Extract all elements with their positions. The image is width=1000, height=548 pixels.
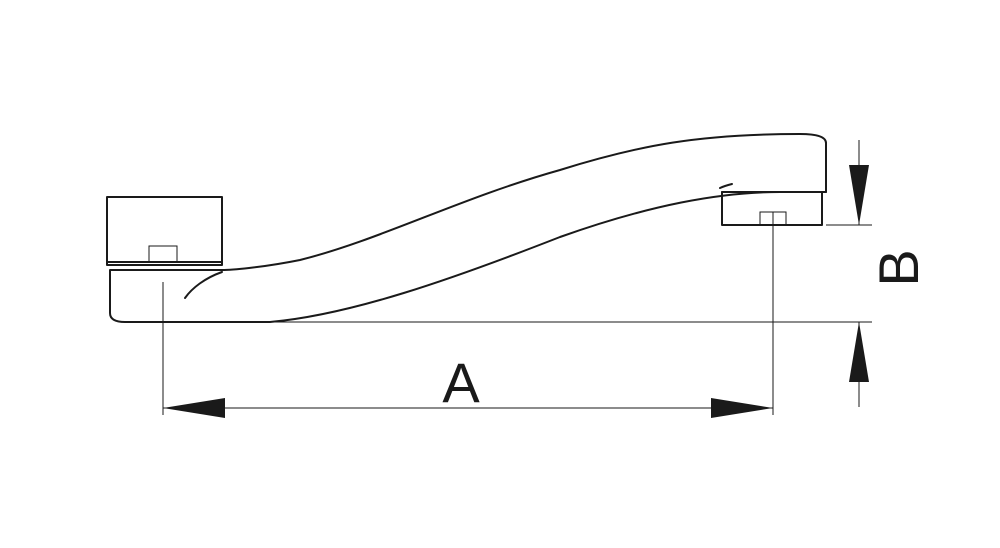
left-nut <box>106 196 223 266</box>
spout-tip-curve <box>719 183 733 189</box>
spout-outline <box>109 133 827 323</box>
dimension-a-left-arrow <box>163 398 225 418</box>
dimension-b-lower-arrow <box>849 322 869 382</box>
dimension-a-right-arrow <box>711 398 773 418</box>
spout-inner-curve <box>184 271 223 299</box>
spout-body <box>109 133 827 323</box>
aerator <box>721 191 827 226</box>
left-nut-notch <box>148 245 178 263</box>
dimension-b-upper-arrow <box>849 165 869 225</box>
dimension-b: B <box>849 140 930 407</box>
dimension-a-label: A <box>442 351 480 414</box>
dimension-b-label: B <box>867 249 930 286</box>
dimension-a: A <box>163 351 773 418</box>
extension-lines <box>162 212 872 415</box>
